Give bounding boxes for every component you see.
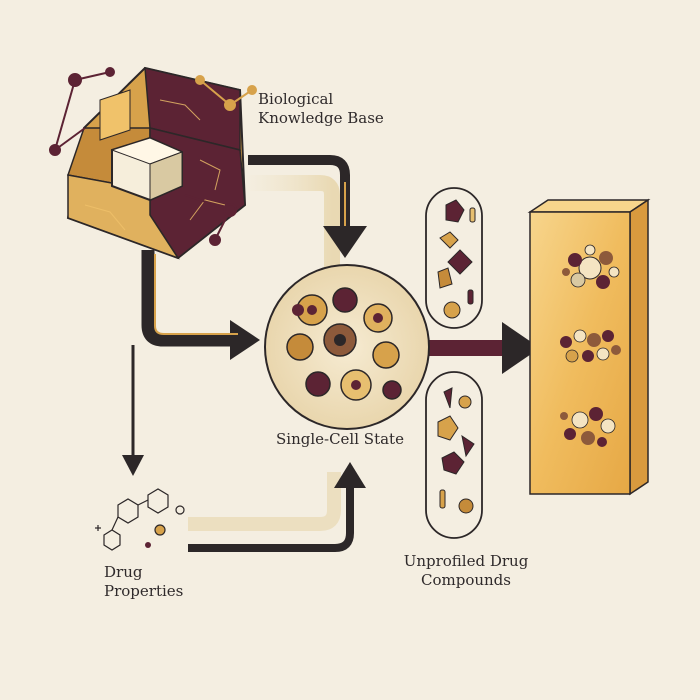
cell-cluster-bottom [560, 407, 616, 447]
unprofiled-drug-compounds-label: Unprofiled Drug Compounds [403, 552, 529, 589]
single-cell-state-label: Single-Cell State [276, 430, 404, 448]
upper-drug-capsule [425, 187, 483, 329]
knowledge-base-cube [49, 66, 257, 260]
drug-properties-molecule [95, 488, 185, 551]
kb-to-drug-properties-arrow [122, 345, 144, 476]
knowledge-base-label: Biological Knowledge Base [258, 90, 384, 127]
cell-to-output-arrow [410, 322, 540, 374]
cell-cluster-middle [560, 329, 621, 363]
lower-drug-capsule [425, 371, 483, 539]
kb-to-cell-arrow [248, 155, 367, 258]
single-cell-state-circle [264, 264, 430, 430]
output-cell-box [527, 198, 651, 496]
drug-properties-to-cell-arrow [188, 462, 366, 552]
drug-properties-label: Drug Properties [104, 563, 184, 600]
kb-down-arrow [141, 250, 260, 360]
cell-cluster-top [562, 244, 620, 289]
